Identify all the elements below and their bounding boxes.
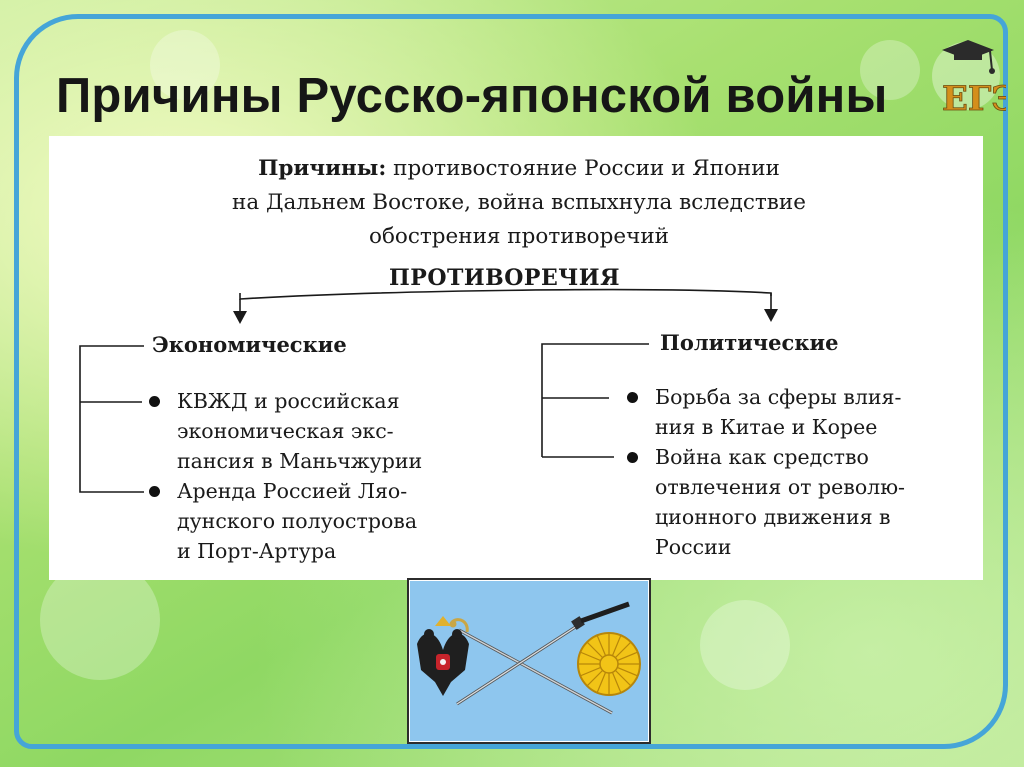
contradictions-heading: ПРОТИВОРЕЧИЯ — [389, 265, 620, 291]
arrow-head-icon — [233, 311, 247, 324]
causes-text-1: противостояние России и Японии — [393, 156, 780, 181]
economic-item: КВЖД и российская экономическая экс- пан… — [147, 386, 422, 476]
crossed-swords-icon — [449, 601, 630, 715]
arrow-head-icon — [764, 309, 778, 322]
bokeh-light — [40, 560, 160, 680]
political-heading: Политические — [660, 330, 839, 355]
political-list: Борьба за сферы влия- ния в Китае и Коре… — [625, 382, 905, 562]
causes-label: Причины: — [258, 156, 387, 181]
economic-bracket — [79, 345, 144, 493]
causes-intro: Причины: противостояние России и Японии … — [169, 152, 869, 254]
economic-heading: Экономические — [152, 332, 347, 357]
bokeh-light — [860, 40, 920, 100]
economic-item: Аренда Россией Ляо- дунского полуострова… — [147, 476, 422, 566]
diagram-connectors — [79, 288, 778, 493]
bokeh-light — [150, 30, 220, 100]
ege-logo: ЕГЭ — [928, 18, 1019, 130]
illustration-graphic — [410, 581, 648, 741]
causes-text-2: на Дальнем Востоке, война вспыхнула всле… — [232, 190, 806, 215]
ege-logo-text: ЕГЭ — [942, 79, 1006, 119]
causes-text-3: обострения противоречий — [369, 224, 669, 249]
war-illustration — [407, 578, 651, 744]
chrysanthemum-seal-icon — [577, 632, 641, 696]
slide-title: Причины Русско-японской войны — [56, 69, 888, 123]
political-item: Война как средство отвлечения от револю-… — [625, 442, 905, 562]
political-bracket — [541, 343, 649, 457]
political-item: Борьба за сферы влия- ния в Китае и Коре… — [625, 382, 905, 442]
ege-logo-icon: ЕГЭ — [932, 40, 1019, 119]
slide-frame — [14, 14, 1008, 749]
diagram-panel: Причины: противостояние России и Японии … — [49, 136, 983, 580]
branch-line — [239, 288, 772, 300]
bokeh-light — [700, 600, 790, 690]
economic-list: КВЖД и российская экономическая экс- пан… — [147, 386, 422, 566]
double-headed-eagle-icon — [417, 616, 469, 696]
